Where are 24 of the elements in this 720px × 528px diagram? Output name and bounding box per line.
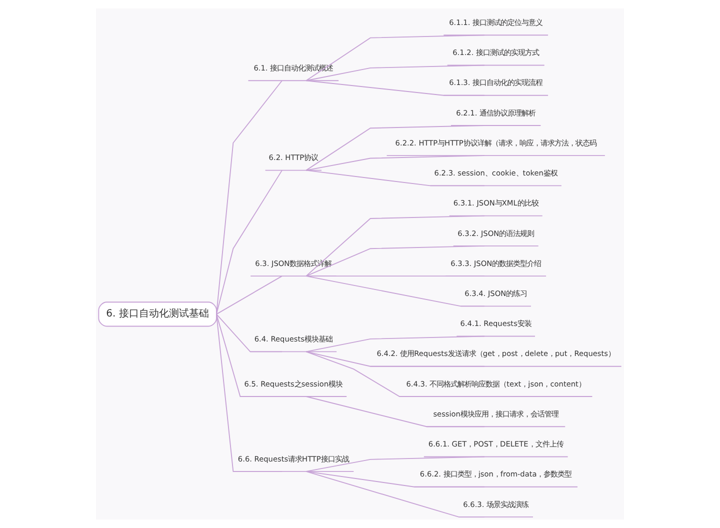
connector <box>306 456 485 472</box>
connector <box>216 314 282 352</box>
connector <box>306 125 485 171</box>
connector <box>306 64 485 82</box>
connector <box>306 470 485 488</box>
connector <box>306 396 485 428</box>
connector <box>306 170 485 186</box>
connector <box>306 155 485 171</box>
connector <box>306 276 485 277</box>
connector <box>216 80 282 315</box>
connector <box>216 314 282 397</box>
connector <box>306 245 485 277</box>
connector <box>306 276 485 307</box>
connector <box>306 470 485 518</box>
connector <box>306 80 485 96</box>
connector <box>306 351 485 367</box>
connector <box>216 170 282 315</box>
connector <box>306 336 485 352</box>
connector <box>306 351 485 397</box>
connector <box>216 314 282 472</box>
connector <box>216 276 282 315</box>
node-box: 6. 接口自动化测试基础 <box>98 302 217 327</box>
connector <box>306 215 485 277</box>
connector <box>306 34 485 82</box>
